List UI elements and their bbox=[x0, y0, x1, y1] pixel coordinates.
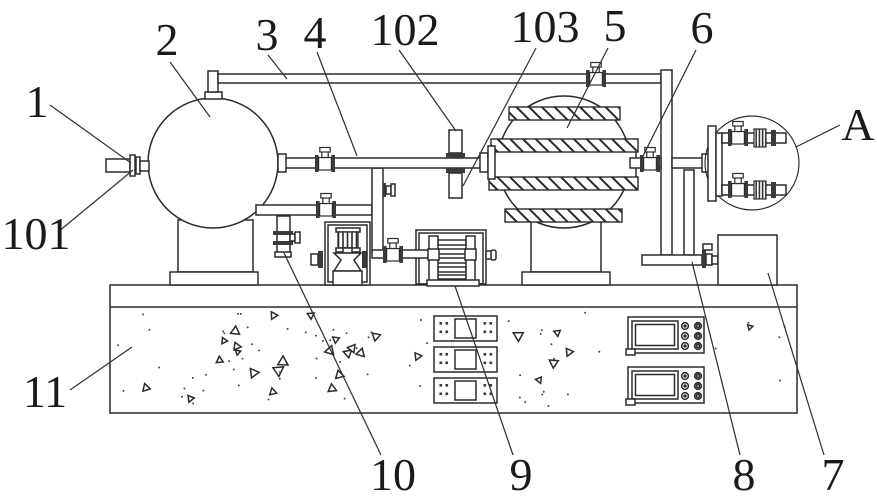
terminal-block-panel bbox=[433, 377, 498, 404]
ref-label-10: 10 bbox=[370, 449, 416, 500]
ref-label-8: 8 bbox=[733, 449, 756, 500]
terminal-block-panel bbox=[433, 346, 498, 373]
ref-label-1: 1 bbox=[26, 76, 49, 127]
leader-lines bbox=[49, 47, 841, 456]
panel-screen bbox=[631, 370, 679, 400]
valve-icon bbox=[585, 61, 607, 88]
ref-label-4: 4 bbox=[304, 7, 327, 58]
ref-label-3: 3 bbox=[256, 9, 279, 60]
detail-circle-A bbox=[704, 115, 800, 211]
valve-icon bbox=[315, 192, 337, 219]
ref-label-7: 7 bbox=[822, 449, 845, 500]
coupling-icon bbox=[753, 180, 767, 200]
roller-unit bbox=[426, 235, 497, 287]
terminal-block-panel bbox=[433, 315, 498, 342]
valve-icon bbox=[382, 237, 404, 264]
top-stub-pipe bbox=[207, 70, 219, 93]
ref-label-101: 101 bbox=[2, 208, 71, 259]
ref-label-6: 6 bbox=[691, 2, 714, 53]
pedestal-foot bbox=[521, 271, 611, 286]
drain-valve bbox=[273, 215, 301, 258]
ref-label-A: A bbox=[841, 99, 874, 150]
terminal-block-panels bbox=[433, 315, 498, 404]
coupling-icon bbox=[753, 128, 767, 148]
hatched-band bbox=[488, 176, 639, 191]
ref-label-9: 9 bbox=[510, 449, 533, 500]
panel-screen bbox=[631, 320, 679, 350]
control-display-panels bbox=[625, 316, 705, 406]
valve-icon bbox=[314, 146, 336, 173]
hatched-band bbox=[504, 208, 623, 223]
side-equipment-box bbox=[717, 234, 778, 286]
banded-sphere-vessel bbox=[479, 95, 711, 286]
valve-icon bbox=[727, 172, 749, 199]
ref-label-11: 11 bbox=[23, 366, 67, 417]
control-display-panel bbox=[625, 366, 705, 406]
ref-label-5: 5 bbox=[604, 0, 627, 51]
ref-label-2: 2 bbox=[156, 14, 179, 65]
valve-icon bbox=[639, 146, 661, 173]
control-display-panel bbox=[625, 316, 705, 356]
vertical-post bbox=[660, 69, 673, 256]
pump-unit bbox=[310, 221, 371, 286]
tank-pedestal bbox=[177, 219, 254, 273]
concrete-texture bbox=[117, 310, 786, 407]
ref-label-102: 102 bbox=[371, 4, 440, 55]
pedestal-foot bbox=[169, 271, 259, 286]
shaft-support-bracket bbox=[683, 169, 695, 256]
pump-motor bbox=[337, 231, 359, 249]
hatched-band bbox=[490, 138, 639, 153]
left-spherical-tank bbox=[105, 70, 279, 286]
ref-label-103: 103 bbox=[511, 1, 580, 52]
hatched-band bbox=[508, 106, 621, 121]
valve-icon bbox=[727, 120, 749, 147]
inlet-fitting bbox=[105, 154, 150, 177]
